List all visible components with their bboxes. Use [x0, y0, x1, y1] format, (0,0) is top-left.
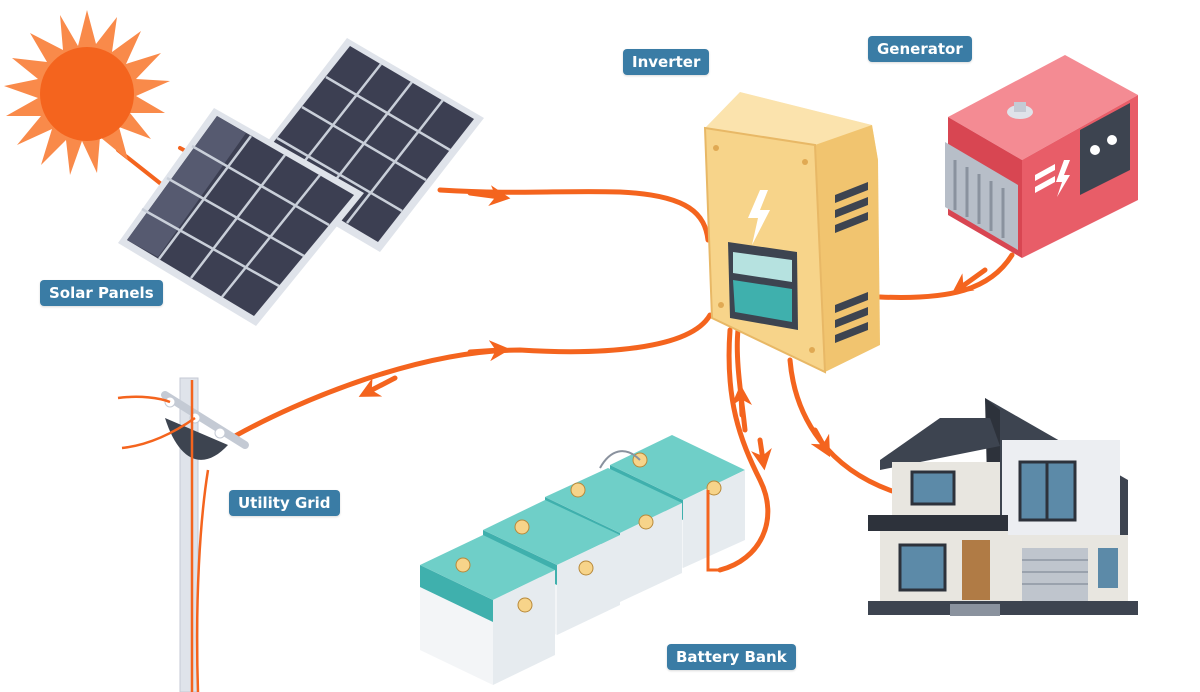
house-icon: [868, 398, 1138, 616]
flow-solar-to-inverter: [437, 187, 711, 243]
label-inverter: Inverter: [623, 49, 710, 75]
label-solar-panels: Solar Panels: [40, 280, 163, 306]
flow-battery-return: [734, 327, 748, 433]
generator-icon: [945, 55, 1138, 258]
utility-pole-icon: [117, 377, 249, 692]
battery-icon: [420, 535, 555, 685]
flow-arrow-grid-right: [467, 340, 511, 362]
flow-arrow-solar: [467, 185, 511, 207]
label-battery-bank: Battery Bank: [667, 644, 796, 670]
flow-inverter-to-grid: [232, 312, 713, 439]
flow-arrow-generator: [951, 267, 988, 295]
flow-inverter-to-house: [787, 357, 898, 495]
flow-arrow-battery-down: [751, 437, 772, 471]
battery-bank: [420, 435, 745, 685]
label-generator: Generator: [868, 36, 972, 62]
label-utility-grid: Utility Grid: [229, 490, 340, 516]
flow-arrow-battery-up: [731, 384, 753, 418]
inverter-icon: [703, 92, 880, 374]
sun-icon: [4, 10, 170, 175]
solar-panel-icon: [118, 38, 484, 326]
flow-generator-to-inverter: [877, 252, 1015, 300]
flow-arrow-house: [810, 427, 831, 458]
flow-arrow-grid-left: [358, 375, 398, 397]
flow-battery-loop: [717, 327, 771, 573]
